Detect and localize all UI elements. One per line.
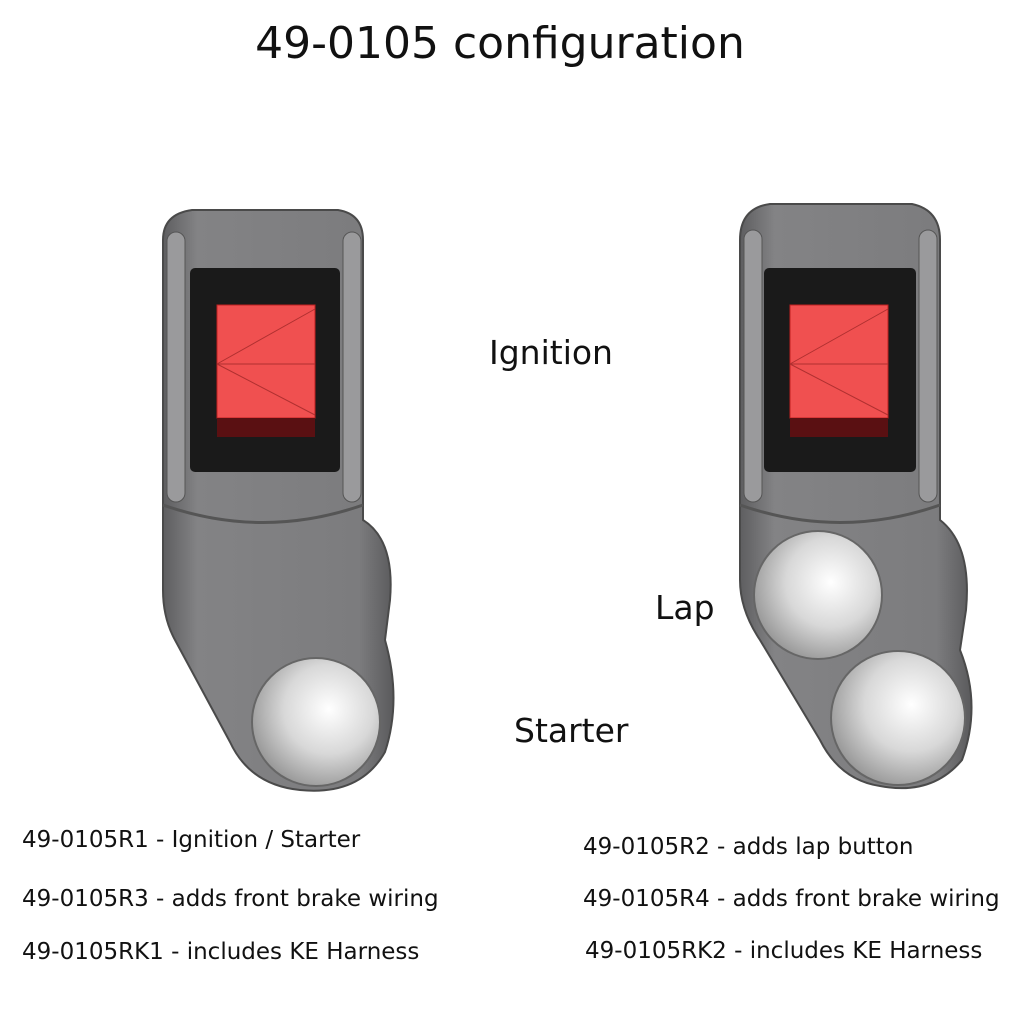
- ignition-label: Ignition: [489, 333, 613, 372]
- starter-label: Starter: [514, 711, 629, 750]
- page-title: 49-0105 configuration: [255, 18, 745, 69]
- lap-button[interactable]: [753, 530, 883, 660]
- switch-housing-right: [739, 203, 973, 790]
- ignition-rocker-switch[interactable]: [789, 304, 889, 419]
- caption-right-r4: 49-0105R4 - adds front brake wiring: [583, 886, 1000, 912]
- caption-left-r1: 49-0105R1 - Ignition / Starter: [22, 827, 361, 853]
- caption-left-rk1: 49-0105RK1 - includes KE Harness: [22, 939, 420, 965]
- lap-label: Lap: [655, 588, 715, 627]
- caption-right-rk2: 49-0105RK2 - includes KE Harness: [585, 938, 983, 964]
- caption-left-r3: 49-0105R3 - adds front brake wiring: [22, 886, 439, 912]
- switch-housing-left: [162, 209, 395, 792]
- caption-right-r2: 49-0105R2 - adds lap button: [583, 834, 914, 860]
- ignition-rocker-switch[interactable]: [216, 304, 316, 419]
- starter-button[interactable]: [830, 650, 966, 786]
- starter-button[interactable]: [251, 657, 381, 787]
